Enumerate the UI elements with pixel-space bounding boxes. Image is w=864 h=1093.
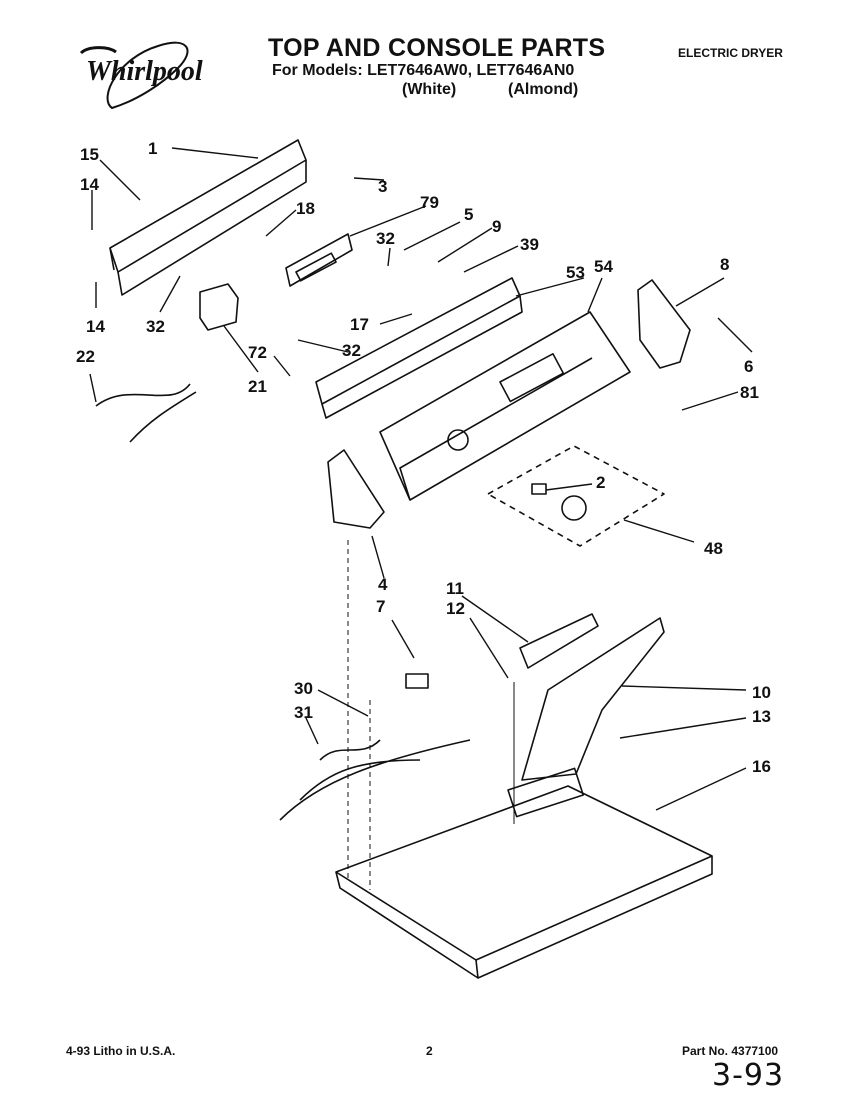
switch-block-part: [285, 233, 353, 287]
callout-6: 6: [744, 357, 753, 376]
callout-8: 8: [720, 255, 729, 274]
callout-1: 1: [148, 139, 157, 158]
handwritten-date: 3-93: [712, 1058, 785, 1093]
left-end-cap-part: [327, 449, 385, 529]
dryer-top-part: [335, 785, 713, 961]
callout-30: 30: [294, 679, 313, 698]
callout-14-bottom: 14: [86, 317, 105, 336]
callout-32-c: 32: [342, 341, 361, 360]
small-part-7: [405, 673, 429, 689]
callout-3: 3: [378, 177, 387, 196]
end-cap-part: [637, 279, 691, 369]
callout-32-a: 32: [376, 229, 395, 248]
logo-wordmark: Whirlpool: [86, 56, 203, 87]
callout-72: 72: [248, 343, 267, 362]
litho-note: 4-93 Litho in U.S.A.: [66, 1044, 176, 1058]
callout-22: 22: [76, 347, 95, 366]
whirlpool-logo: Whirlpool: [79, 41, 203, 110]
callout-13: 13: [752, 707, 771, 726]
callout-9: 9: [492, 217, 501, 236]
callout-15: 15: [80, 145, 99, 164]
callout-39: 39: [520, 235, 539, 254]
callout-4: 4: [378, 575, 388, 594]
filter-cover-part: [519, 613, 599, 669]
callout-14-top: 14: [80, 175, 99, 194]
variant-almond: (Almond): [508, 81, 579, 98]
callout-32-b: 32: [146, 317, 165, 336]
wire-harness-22: [95, 383, 197, 443]
lint-filter-part: [521, 617, 665, 781]
appliance-type: ELECTRIC DRYER: [678, 46, 783, 60]
callout-48: 48: [704, 539, 723, 558]
callout-81: 81: [740, 383, 759, 402]
callout-10: 10: [752, 683, 771, 702]
callout-31: 31: [294, 703, 313, 722]
console-part: [379, 311, 631, 501]
model-list: For Models: LET7646AW0, LET7646AN0: [272, 62, 575, 79]
callout-5: 5: [464, 205, 473, 224]
page-number: 2: [426, 1044, 433, 1058]
part-number: Part No. 4377100: [682, 1044, 779, 1058]
callout-18: 18: [296, 199, 315, 218]
bracket-part: [199, 283, 239, 331]
callout-7: 7: [376, 597, 385, 616]
variant-white: (White): [402, 81, 457, 98]
callout-21: 21: [248, 377, 267, 396]
callout-12: 12: [446, 599, 465, 618]
callout-79: 79: [420, 193, 439, 212]
callout-2: 2: [596, 473, 605, 492]
callout-53: 53: [566, 263, 585, 282]
knob-area-outline: [487, 445, 665, 547]
callout-17: 17: [350, 315, 369, 334]
callout-54: 54: [594, 257, 613, 276]
page-title: TOP AND CONSOLE PARTS: [268, 34, 606, 62]
callout-16: 16: [752, 757, 771, 776]
callout-11: 11: [446, 579, 464, 598]
wire-harness-part: [279, 739, 471, 821]
rear-panel-part: [109, 139, 307, 273]
